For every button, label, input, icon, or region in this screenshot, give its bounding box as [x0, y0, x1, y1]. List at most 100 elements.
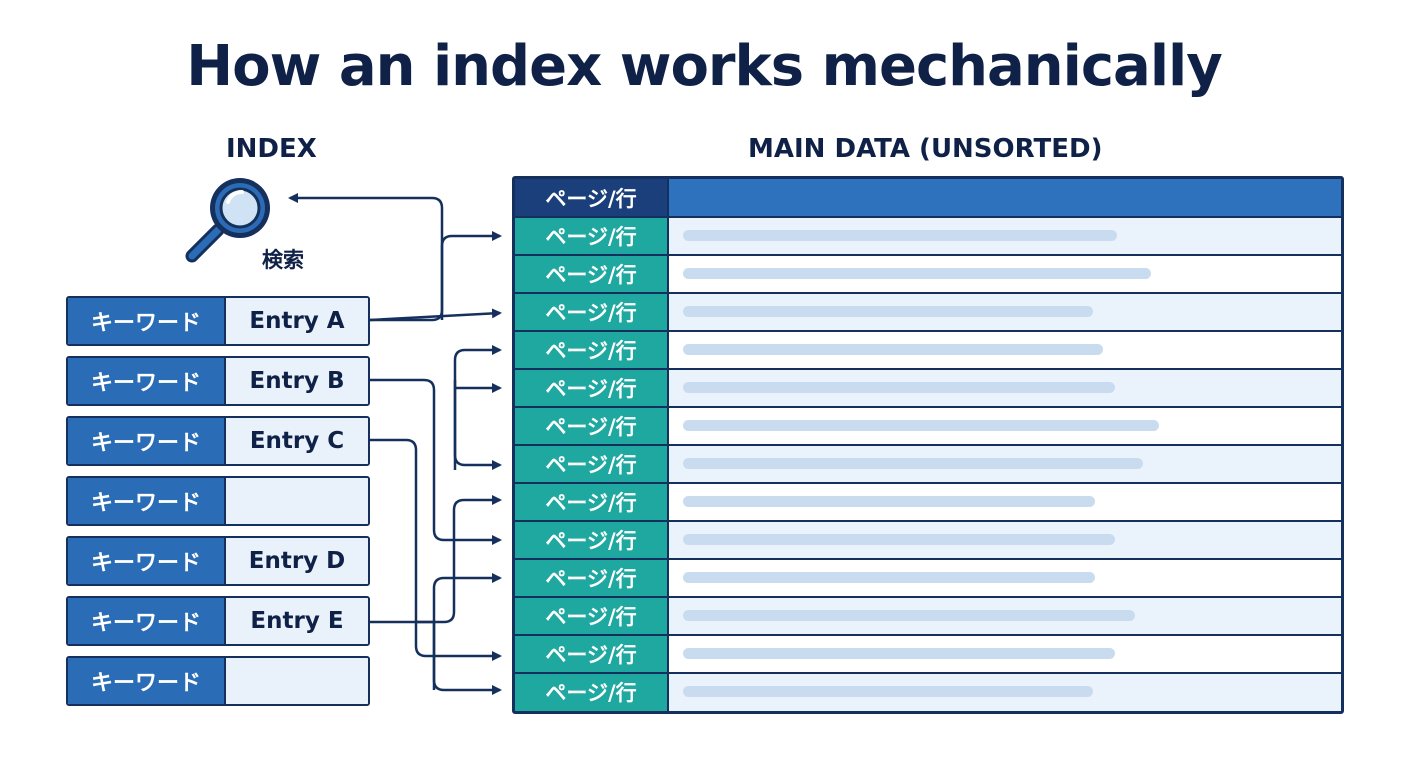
index-row: キーワード Entry D [66, 536, 370, 586]
row-divider [515, 672, 1341, 674]
placeholder-bar [683, 496, 1095, 507]
placeholder-bar [683, 268, 1151, 279]
table-row-body [669, 483, 1341, 521]
arrow-entry-e-to-row [370, 495, 502, 624]
table-row: ページ/行 [515, 217, 1341, 255]
page-title: How an index works mechanically [186, 34, 1223, 99]
index-row-keyword: キーワード [68, 598, 226, 644]
row-divider [515, 406, 1341, 408]
placeholder-bar [683, 534, 1115, 545]
table-header-row: ページ/行 [515, 179, 1341, 217]
arrow-entry-e-to-row-11 [432, 573, 502, 690]
row-divider [515, 292, 1341, 294]
table-row: ページ/行 [515, 483, 1341, 521]
table-row-key: ページ/行 [515, 255, 669, 293]
table-row-key: ページ/行 [515, 369, 669, 407]
placeholder-bar [683, 420, 1159, 431]
placeholder-bar [683, 382, 1115, 393]
placeholder-bar [683, 572, 1095, 583]
table-header-key: ページ/行 [515, 179, 669, 217]
index-row-keyword: キーワード [68, 358, 226, 404]
row-divider [515, 558, 1341, 560]
table-row-key: ページ/行 [515, 673, 669, 711]
arrow-entry-a-to-row-top [440, 231, 502, 320]
row-divider [515, 330, 1341, 332]
index-row-entry: Entry E [226, 598, 368, 644]
index-row-entry: Entry D [226, 538, 368, 584]
table-row: ページ/行 [515, 597, 1341, 635]
table-row-key: ページ/行 [515, 635, 669, 673]
table-row-body [669, 217, 1341, 255]
row-divider [515, 216, 1341, 218]
table-row: ページ/行 [515, 635, 1341, 673]
index-heading: INDEX [226, 134, 317, 164]
row-divider [515, 254, 1341, 256]
table-row-body [669, 559, 1341, 597]
table-row-body [669, 521, 1341, 559]
table-row-body [669, 255, 1341, 293]
placeholder-bar [683, 306, 1093, 317]
table-row-body [669, 635, 1341, 673]
table-row-key: ページ/行 [515, 293, 669, 331]
table-row-body [669, 407, 1341, 445]
table-row-key: ページ/行 [515, 597, 669, 635]
table-row-body [669, 673, 1341, 711]
table-row-key: ページ/行 [515, 407, 669, 445]
arrow-entry-e-to-row-13 [416, 620, 502, 695]
index-row-keyword: キーワード [68, 658, 226, 704]
index-row: キーワード [66, 656, 370, 706]
table-row-key: ページ/行 [515, 445, 669, 483]
placeholder-bar [683, 648, 1115, 659]
table-row-body [669, 369, 1341, 407]
index-row-keyword: キーワード [68, 478, 226, 524]
magnifier-icon [185, 178, 270, 263]
placeholder-bar [683, 344, 1103, 355]
placeholder-bar [683, 610, 1135, 621]
arrow-entry-c-to-row [370, 438, 502, 661]
table-row: ページ/行 [515, 559, 1341, 597]
arrow-entry-b-to-row [370, 378, 502, 545]
table-row: ページ/行 [515, 521, 1341, 559]
index-row: キーワード Entry B [66, 356, 370, 406]
row-divider [515, 596, 1341, 598]
table-row: ページ/行 [515, 407, 1341, 445]
index-row: キーワード [66, 476, 370, 526]
index-row: キーワード Entry A [66, 296, 370, 346]
index-row-keyword: キーワード [68, 298, 226, 344]
table-row-key: ページ/行 [515, 521, 669, 559]
index-row-entry [226, 478, 368, 524]
table-row: ページ/行 [515, 673, 1341, 711]
index-row-entry: Entry A [226, 298, 368, 344]
placeholder-bar [683, 686, 1093, 697]
placeholder-bar [683, 458, 1143, 469]
row-divider [515, 482, 1341, 484]
table-row-key: ページ/行 [515, 559, 669, 597]
arrow-entry-b-to-rows [453, 345, 502, 470]
placeholder-bar [683, 230, 1117, 241]
table-row-key: ページ/行 [515, 331, 669, 369]
index-row-keyword: キーワード [68, 538, 226, 584]
table-row: ページ/行 [515, 255, 1341, 293]
table-row-body [669, 293, 1341, 331]
arrow-entry-b-to-row-7 [453, 380, 502, 470]
row-divider [515, 444, 1341, 446]
index-row-entry: Entry C [226, 418, 368, 464]
search-caption: 検索 [262, 248, 304, 272]
table-row: ページ/行 [515, 293, 1341, 331]
search-widget: 検索 [180, 172, 330, 282]
table-row: ページ/行 [515, 445, 1341, 483]
arrow-entry-a-to-row [369, 308, 502, 322]
index-row-entry: Entry B [226, 358, 368, 404]
table-row: ページ/行 [515, 331, 1341, 369]
main-data-heading: MAIN DATA (UNSORTED) [748, 134, 1103, 164]
index-row-entry [226, 658, 368, 704]
row-divider [515, 634, 1341, 636]
table-row-body [669, 597, 1341, 635]
table-row-body [669, 445, 1341, 483]
table-row-body [669, 331, 1341, 369]
main-data-table: ページ/行 ページ/行 ページ/行 ページ/行 ページ/行 ページ/行 ページ/… [512, 176, 1344, 714]
index-row: キーワード Entry C [66, 416, 370, 466]
table-row: ページ/行 [515, 369, 1341, 407]
table-header-body [669, 179, 1341, 217]
row-divider [515, 520, 1341, 522]
